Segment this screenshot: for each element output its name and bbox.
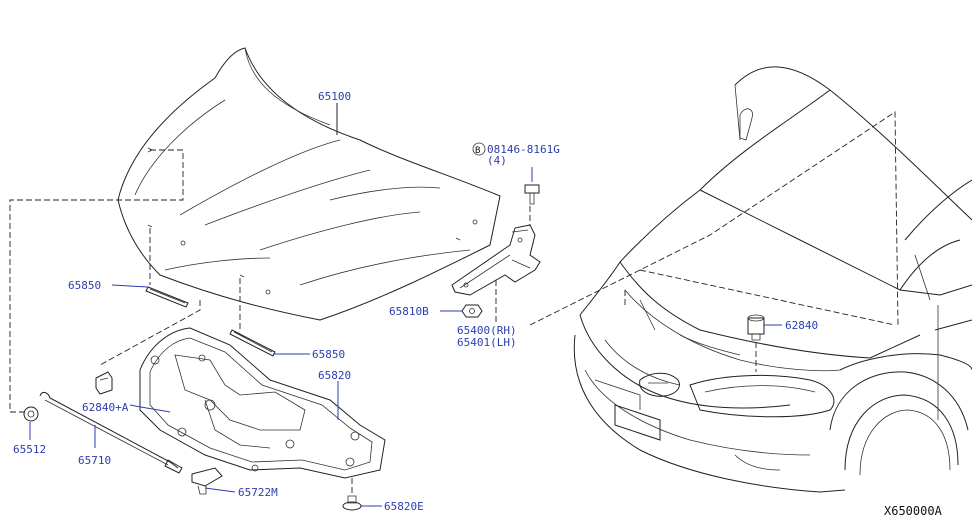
bumper-stop[interactable] xyxy=(747,314,765,341)
hood-hinge[interactable] xyxy=(451,224,541,296)
clip-label: 65722M xyxy=(238,486,278,499)
hinge-lh-label: 65401(LH) xyxy=(457,336,517,349)
stop-rubber-a[interactable] xyxy=(95,371,113,395)
seal-lower-label: 65850 xyxy=(312,348,345,361)
clip-e[interactable] xyxy=(342,495,362,511)
seal-strip-upper[interactable] xyxy=(145,286,189,308)
hood-part-label: 65100 xyxy=(318,90,351,103)
hinge-nut[interactable] xyxy=(461,304,483,318)
seal-strip-lower[interactable] xyxy=(229,329,276,357)
hinge-nut-label: 65810B xyxy=(389,305,429,318)
stop-rubber-a-label: 62840+A xyxy=(82,401,129,414)
rod-clip[interactable] xyxy=(191,467,223,495)
hinge-rh-label: 65400(RH) xyxy=(457,324,517,337)
bolt-marker-circle xyxy=(472,142,486,156)
hinge-bolt-qty: (4) xyxy=(487,154,507,167)
bolt-marker: B xyxy=(475,146,480,156)
hood-rod-label: 65710 xyxy=(78,454,111,467)
seal-upper-label: 65850 xyxy=(68,279,101,292)
hinge-bolt[interactable] xyxy=(524,184,540,205)
hood-panel[interactable] xyxy=(117,47,501,321)
bumper-stop-label: 62840 xyxy=(785,319,818,332)
figure-code: X650000A xyxy=(884,504,943,518)
hinge-bolt-label: 08146-8161G xyxy=(487,143,560,156)
insulator-label: 65820 xyxy=(318,369,351,382)
clip-e-label: 65820E xyxy=(384,500,424,513)
grommet[interactable] xyxy=(23,406,39,422)
grommet-label: 65512 xyxy=(13,443,46,456)
vehicle-outline xyxy=(573,66,972,493)
hood-rod[interactable] xyxy=(39,391,183,474)
hood-insulator[interactable] xyxy=(139,327,386,479)
